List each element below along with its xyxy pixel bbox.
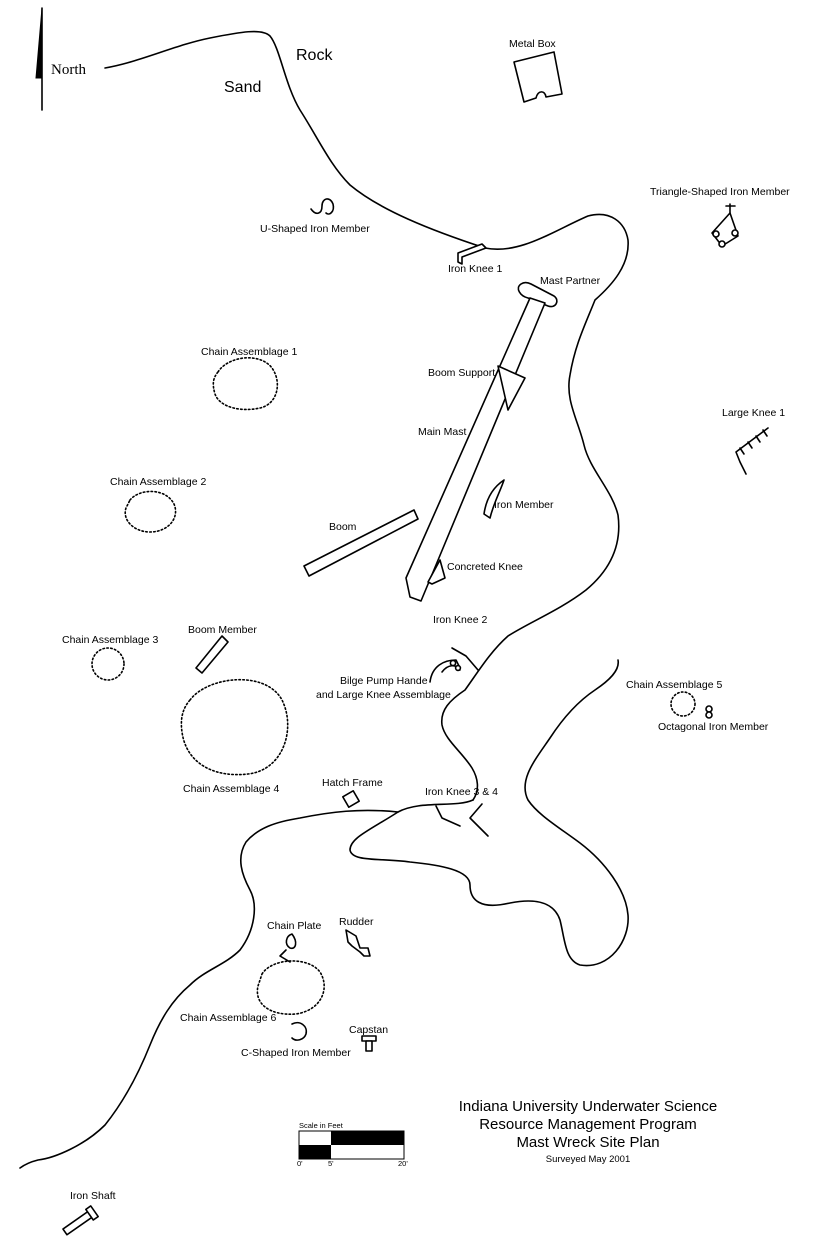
chain-assemblage-3-icon	[91, 647, 125, 681]
scale-bar: Scale in Feet 0' 5' 20'	[297, 1121, 408, 1168]
u-shaped-iron-member-icon	[310, 198, 335, 215]
chain-plate-label: Chain Plate	[267, 920, 321, 932]
capstan-label: Capstan	[349, 1024, 388, 1036]
iron-shaft-icon	[62, 1205, 99, 1236]
north-arrow-icon	[35, 7, 43, 79]
title-line-3: Mast Wreck Site Plan	[516, 1134, 659, 1151]
iron-knee-2-label: Iron Knee 2	[433, 614, 487, 626]
chain-assemblage-2-label: Chain Assemblage 2	[110, 476, 206, 488]
octagonal-iron-member-icon	[705, 705, 713, 719]
boom-icon	[303, 509, 419, 577]
chain-plate-icon	[279, 933, 297, 963]
lower-shoreline	[349, 659, 629, 967]
bilge-pump-assemblage-icon	[429, 647, 479, 683]
capstan-icon	[361, 1035, 377, 1052]
boom-support-label: Boom Support	[428, 367, 495, 379]
title-line-2: Resource Management Program	[479, 1116, 697, 1133]
title-block: Indiana University Underwater Science Re…	[459, 1098, 717, 1165]
sand-label: Sand	[224, 79, 261, 96]
large-knee-1-label: Large Knee 1	[722, 407, 785, 419]
north-arrow: North	[35, 7, 86, 111]
chain-assemblage-5-label: Chain Assemblage 5	[626, 679, 722, 691]
title-line-1: Indiana University Underwater Science	[459, 1098, 717, 1115]
scale-tick-0: 0'	[297, 1159, 303, 1168]
hatch-frame-icon	[342, 790, 360, 808]
scale-tick-5: 5'	[328, 1159, 334, 1168]
chain-assemblage-4-label: Chain Assemblage 4	[183, 783, 279, 795]
chain-assemblage-2-icon	[124, 490, 177, 533]
boom-member-label: Boom Member	[188, 624, 257, 636]
hatch-frame-label: Hatch Frame	[322, 777, 383, 789]
chain-assemblage-3-label: Chain Assemblage 3	[62, 634, 158, 646]
octagonal-iron-member-label: Octagonal Iron Member	[658, 721, 769, 733]
c-shaped-iron-member-icon	[291, 1021, 308, 1041]
metal-box-icon	[513, 51, 563, 103]
concreted-knee-label: Concreted Knee	[447, 561, 523, 573]
metal-box-label: Metal Box	[509, 38, 556, 50]
iron-knee-1-icon	[457, 243, 487, 265]
c-shaped-iron-member-label: C-Shaped Iron Member	[241, 1047, 351, 1059]
rock-label: Rock	[296, 47, 333, 64]
main-mast-icon	[405, 297, 546, 602]
title-line-4: Surveyed May 2001	[546, 1154, 631, 1165]
large-knee-1-icon	[735, 427, 769, 475]
main-mast-label: Main Mast	[418, 426, 467, 438]
triangle-iron-member-label: Triangle-Shaped Iron Member	[650, 186, 790, 198]
u-shaped-iron-member-label: U-Shaped Iron Member	[260, 223, 370, 235]
iron-member-label: Iron Member	[494, 499, 554, 511]
mast-partner-label: Mast Partner	[540, 275, 601, 287]
boom-support-icon	[497, 365, 526, 411]
boom-member-icon	[195, 635, 229, 674]
north-label: North	[51, 62, 86, 78]
chain-assemblage-1-icon	[212, 357, 279, 411]
left-coastline	[19, 809, 399, 1169]
chain-assemblage-6-icon	[256, 960, 325, 1015]
boom-label: Boom	[329, 521, 357, 533]
bilge-pump-label-line2: and Large Knee Assemblage	[316, 689, 451, 701]
triangle-iron-member-icon	[711, 203, 739, 248]
concreted-knee-icon	[427, 559, 446, 585]
rudder-icon	[345, 929, 371, 957]
chain-assemblage-6-label: Chain Assemblage 6	[180, 1012, 276, 1024]
mast-partner-icon	[517, 281, 558, 308]
chain-assemblage-1-label: Chain Assemblage 1	[201, 346, 297, 358]
chain-assemblage-5-icon	[670, 691, 696, 717]
rudder-label: Rudder	[339, 916, 374, 928]
iron-shaft-label: Iron Shaft	[70, 1190, 116, 1202]
iron-member-icon	[483, 479, 505, 519]
iron-knee-3-4-label: Iron Knee 3 & 4	[425, 786, 498, 798]
scale-bar-title: Scale in Feet	[299, 1121, 344, 1130]
upper-shoreline	[104, 30, 629, 801]
iron-knee-3-4-icon	[435, 803, 489, 837]
chain-assemblage-4-icon	[180, 678, 289, 776]
iron-knee-1-label: Iron Knee 1	[448, 263, 502, 275]
bilge-pump-label-line1: Bilge Pump Hande	[340, 675, 428, 687]
scale-tick-20: 20'	[398, 1159, 408, 1168]
